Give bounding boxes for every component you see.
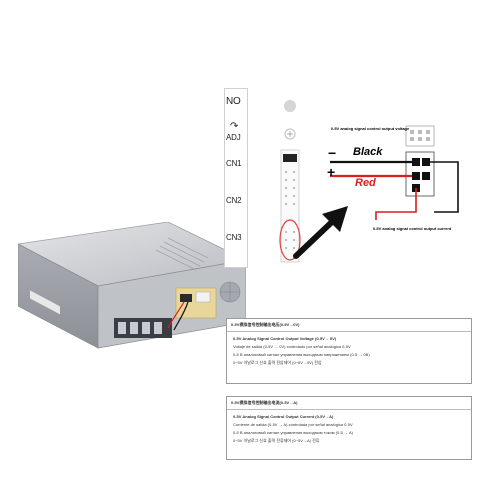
adjust-arrow-icon: ↷ bbox=[230, 121, 239, 132]
voltage-line-es: Voltaje de salida (0-5V → 0V) controlado… bbox=[233, 344, 351, 349]
current-signal-note: 0-5V analog signal control output curren… bbox=[372, 226, 452, 231]
voltage-line-ru: 0-5 В аналоговый сигнал управления выход… bbox=[233, 352, 370, 357]
label-cn2: CN2 bbox=[226, 196, 242, 205]
voltage-control-info-box: 0-5V模拟信号控制输出电压(0-5V→0V) 0-5V Analog Sign… bbox=[226, 318, 472, 384]
label-cn1: CN1 bbox=[226, 159, 242, 168]
current-box-title: 0-5V模拟信号控制输出电流(0-5V→A) bbox=[227, 400, 471, 410]
current-line-ru: 0-5 В аналоговый сигнал управления выход… bbox=[233, 430, 353, 435]
voltage-signal-note: 0-5V analog signal control output voltag… bbox=[330, 126, 410, 131]
current-line-ko: 0~5V 아날로그 신호 출력 전류제어 (0~5V→A) 전류 bbox=[233, 438, 320, 443]
power-supply-image bbox=[18, 222, 246, 349]
connector-pin-column bbox=[279, 100, 301, 263]
voltage-line-ko: 0~5V 아날로그 신호 출력 전압제어 (0~5V→0V) 전압 bbox=[233, 360, 322, 365]
cn3-highlight-oval bbox=[279, 219, 301, 261]
black-wire-label: Black bbox=[353, 146, 383, 158]
voltage-box-title: 0-5V模拟信号控制输出电压(0-5V→0V) bbox=[227, 322, 471, 332]
cn1-connector bbox=[283, 154, 297, 162]
connector-label-strip bbox=[224, 88, 248, 268]
wiring-diagram bbox=[330, 125, 459, 220]
label-no: NO bbox=[226, 96, 241, 107]
label-adj: ADJ bbox=[226, 133, 241, 142]
plus-sign: + bbox=[327, 164, 336, 180]
minus-sign: − bbox=[328, 145, 337, 161]
current-line-en: 0-5V Analog Signal Control Output Curren… bbox=[233, 414, 334, 419]
pointer-arrow-icon bbox=[293, 206, 348, 259]
label-cn3: CN3 bbox=[226, 233, 242, 242]
voltage-line-en: 0-5V Analog Signal Control Output Voltag… bbox=[233, 336, 337, 341]
red-wire-label: Red bbox=[355, 177, 376, 189]
current-line-es: Corriente de salida (0-5V → A) controlad… bbox=[233, 422, 353, 427]
led-indicator bbox=[284, 100, 296, 112]
current-control-info-box: 0-5V模拟信号控制输出电流(0-5V→A) 0-5V Analog Signa… bbox=[226, 396, 472, 460]
